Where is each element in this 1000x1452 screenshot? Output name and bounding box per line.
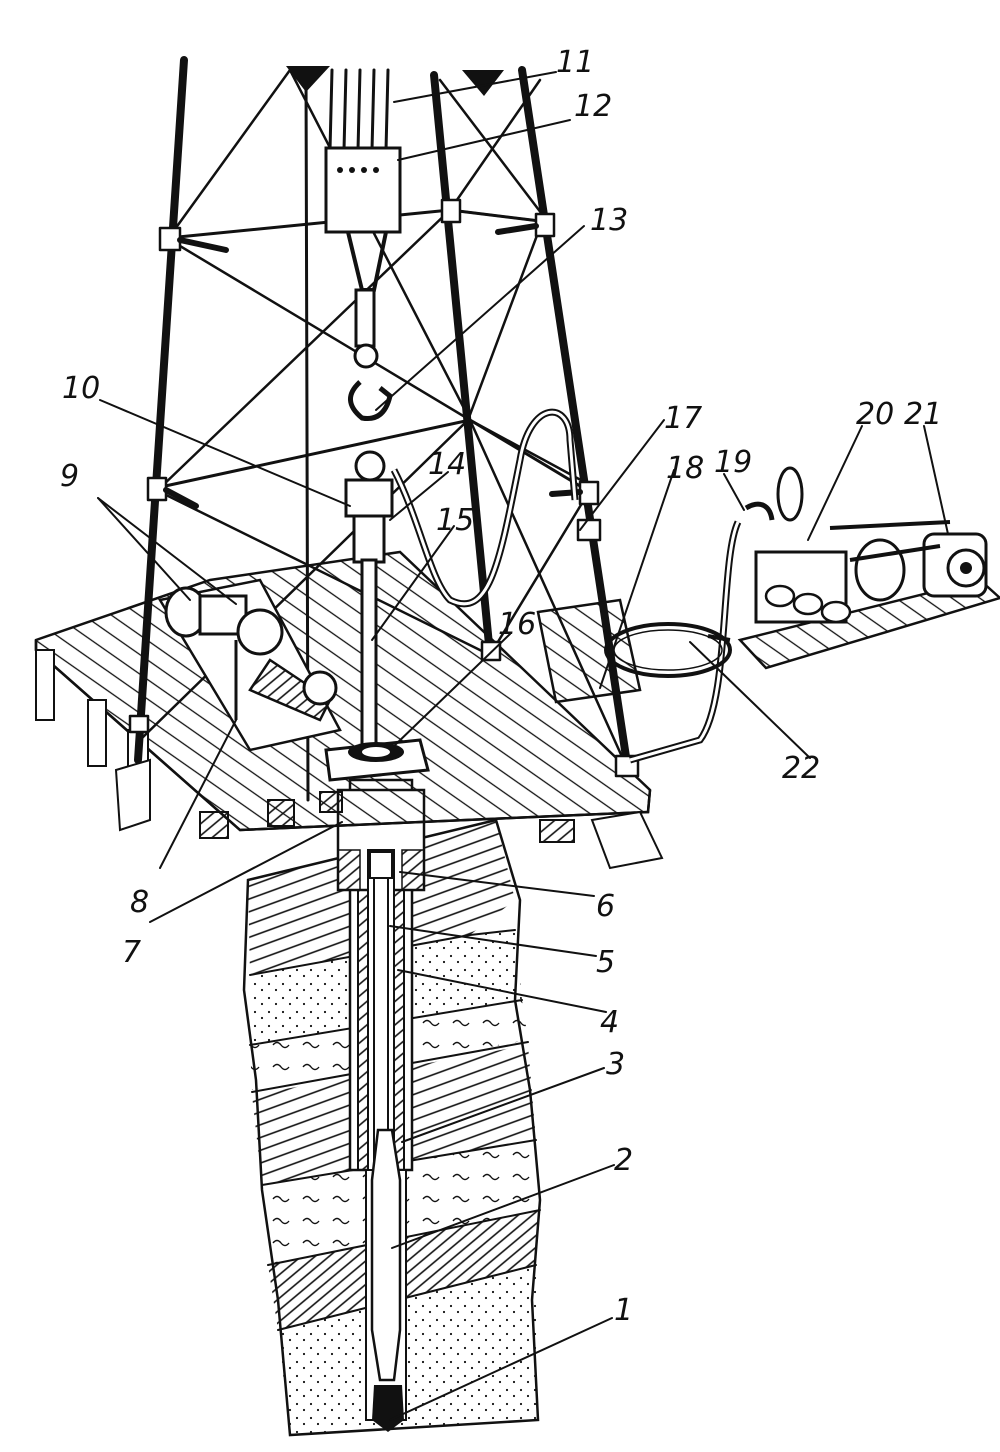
leader-4 bbox=[397, 969, 607, 1013]
callout-2: 2 bbox=[614, 1143, 633, 1178]
callout-3: 3 bbox=[606, 1047, 625, 1082]
stratum-sand-2 bbox=[278, 1265, 538, 1435]
discharge-line bbox=[744, 501, 775, 521]
callout-7: 7 bbox=[122, 935, 141, 970]
callout-22: 22 bbox=[782, 751, 820, 786]
callout-12: 12 bbox=[574, 89, 612, 124]
hook bbox=[348, 380, 393, 422]
rotary-table bbox=[324, 738, 430, 782]
belt-drive bbox=[829, 520, 951, 562]
callout-leaders bbox=[97, 71, 949, 1421]
rig-floor bbox=[34, 550, 664, 870]
mud-system bbox=[536, 598, 732, 704]
mud-pump-unit bbox=[629, 466, 1000, 764]
callout-13: 13 bbox=[590, 203, 628, 238]
leader-3 bbox=[401, 1067, 605, 1143]
leader-9a bbox=[97, 497, 237, 605]
borehole bbox=[336, 778, 426, 1432]
leader-12 bbox=[397, 119, 571, 161]
leader-21 bbox=[923, 425, 949, 535]
callout-11: 11 bbox=[556, 45, 594, 80]
kelly bbox=[360, 558, 378, 757]
pump-pulley bbox=[854, 538, 906, 602]
hoisting-system bbox=[324, 68, 579, 757]
callout-17: 17 bbox=[664, 401, 702, 436]
leader-6 bbox=[399, 871, 595, 897]
leader-18 bbox=[599, 469, 675, 689]
mud-pit bbox=[604, 622, 732, 678]
traveling-block bbox=[324, 146, 402, 234]
callout-6: 6 bbox=[596, 889, 615, 924]
callout-18: 18 bbox=[666, 451, 704, 486]
leader-19 bbox=[723, 473, 745, 511]
leader-1 bbox=[389, 1317, 613, 1421]
leader-9b bbox=[97, 497, 191, 601]
callout-16: 16 bbox=[498, 607, 536, 642]
leader-17 bbox=[579, 419, 665, 531]
callout-labels: 1 2 3 4 5 6 7 8 9 10 11 12 13 14 15 16 1… bbox=[60, 45, 942, 1328]
leader-14 bbox=[389, 471, 449, 521]
leader-8 bbox=[159, 719, 237, 869]
callout-8: 8 bbox=[130, 885, 149, 920]
turbodrill bbox=[370, 1128, 402, 1382]
leader-16 bbox=[393, 633, 511, 747]
leader-11 bbox=[393, 71, 557, 103]
callout-15: 15 bbox=[436, 503, 474, 538]
drill-bit bbox=[372, 1385, 404, 1432]
drawworks bbox=[158, 578, 342, 752]
callout-1: 1 bbox=[614, 1293, 633, 1328]
leader-10 bbox=[99, 399, 351, 507]
callout-20: 20 bbox=[856, 397, 894, 432]
leader-7 bbox=[149, 821, 343, 923]
callout-10: 10 bbox=[62, 371, 100, 406]
callout-19: 19 bbox=[714, 445, 752, 480]
leader-2 bbox=[391, 1164, 615, 1249]
leader-13 bbox=[375, 225, 585, 411]
swivel bbox=[344, 478, 394, 518]
drill-pipe bbox=[373, 859, 389, 1161]
callout-5: 5 bbox=[596, 945, 615, 980]
callout-4: 4 bbox=[600, 1005, 619, 1040]
leader-5 bbox=[389, 925, 597, 957]
callout-21: 21 bbox=[904, 397, 942, 432]
callout-9: 9 bbox=[60, 459, 79, 494]
leader-22 bbox=[689, 641, 811, 759]
callout-14: 14 bbox=[428, 447, 466, 482]
leader-15 bbox=[371, 525, 455, 641]
leader-20 bbox=[807, 425, 863, 541]
